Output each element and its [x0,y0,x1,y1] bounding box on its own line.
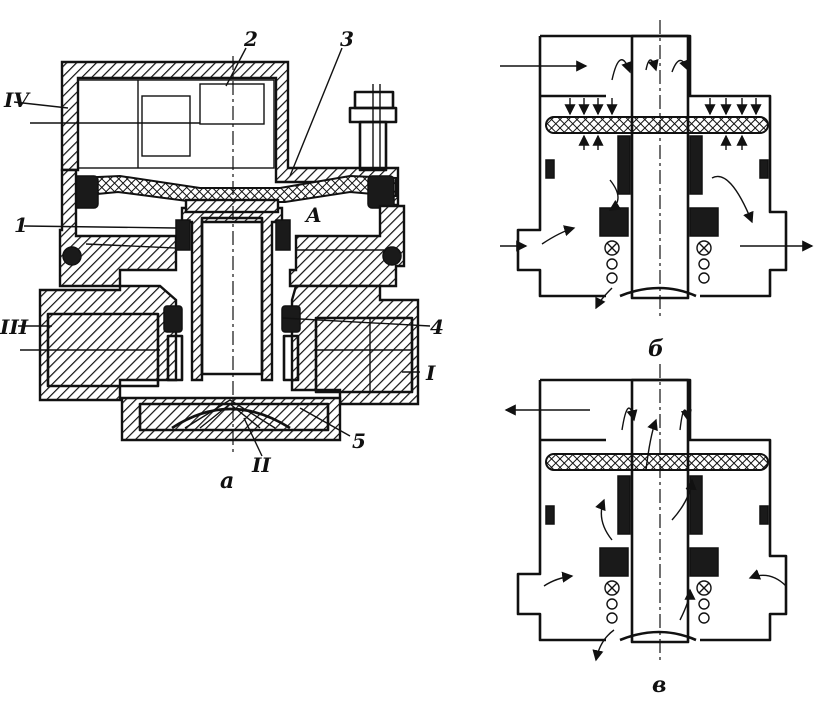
lower-body [38,284,178,402]
port-i-channel [314,316,414,394]
caption-a: a [220,468,234,494]
view-b-schematic [500,20,814,320]
caption-c: в [652,672,666,698]
label-chamber-a: A [304,203,322,227]
caption-b: б [648,336,664,362]
label-part-2: 2 [243,27,258,51]
label-part-4: 4 [430,315,444,339]
middle-body [58,168,178,288]
label-port-iv: IV [3,88,31,112]
flow-arrows-b [500,58,814,310]
diaphragm-c [545,453,769,471]
diaphragm [75,174,397,203]
view-c-schematic [504,364,788,662]
diaphragm-b [545,116,769,134]
label-port-ii: II [251,453,271,477]
pressure-arrows-b [564,98,762,150]
label-port-i: I [425,361,436,385]
label-port-iii: III [0,315,29,339]
flow-arrows-c [504,404,787,662]
label-part-5: 5 [352,429,366,453]
label-part-1: 1 [14,213,28,237]
chamber-iv [77,79,275,169]
view-a-section [20,56,420,452]
leader-lines-a [13,47,431,457]
adjusting-bolt [348,84,398,172]
label-part-3: 3 [340,27,354,51]
valve-tube [180,198,284,382]
